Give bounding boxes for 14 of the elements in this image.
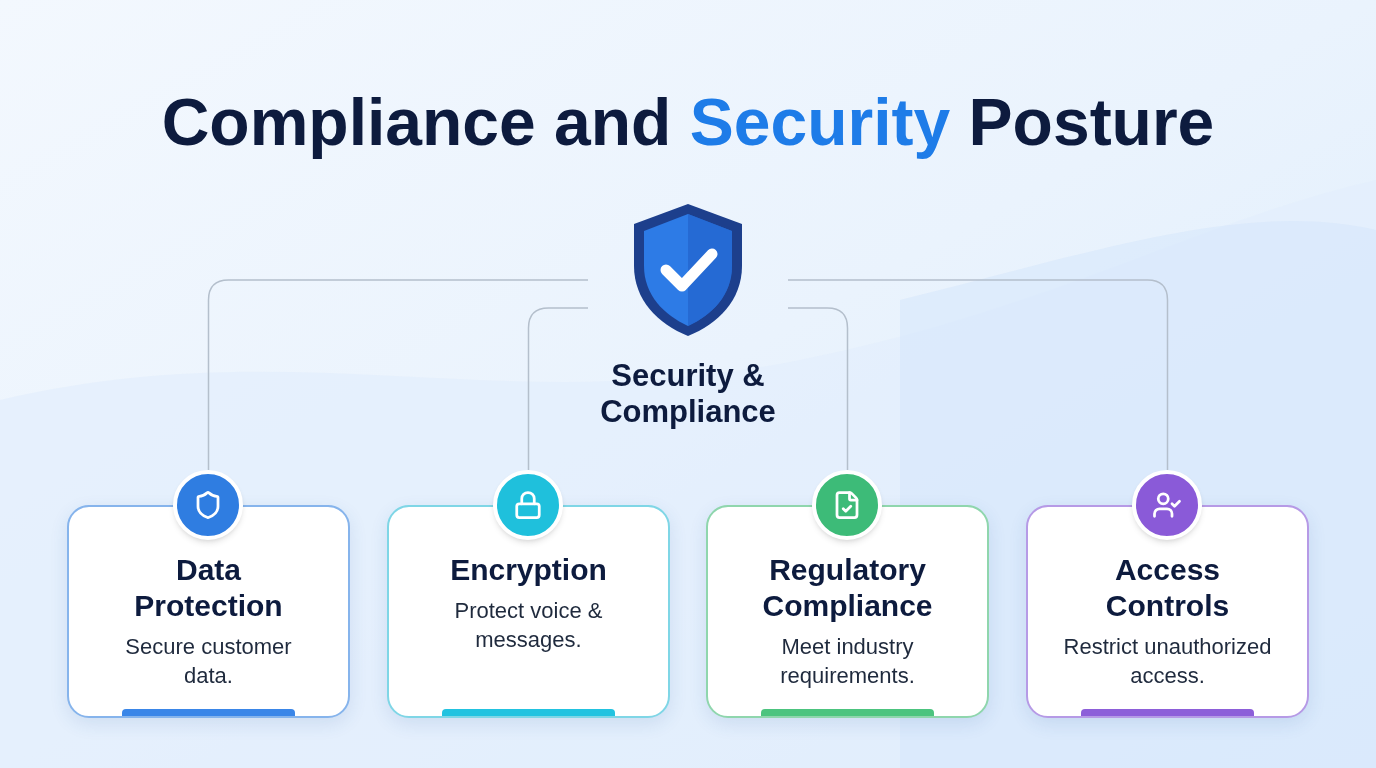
card-title: Encryption [449,552,608,588]
connector-line [787,307,849,471]
center-label: Security & Compliance [599,358,777,430]
card-description: Restrict unauthorized access. [1062,633,1273,690]
connector-line [787,279,1169,471]
card-description: Protect voice & messages. [453,597,604,654]
card-title: Data Protection [133,552,284,624]
card-description: Secure customer data. [124,633,293,690]
connector-line [527,307,589,471]
card-title: Regulatory Compliance [761,552,934,624]
title: Compliance and Security Posture [160,84,1216,161]
card-description: Meet industry requirements. [779,633,916,690]
connector-line [207,279,589,471]
card-title: Access Controls [1104,552,1231,624]
